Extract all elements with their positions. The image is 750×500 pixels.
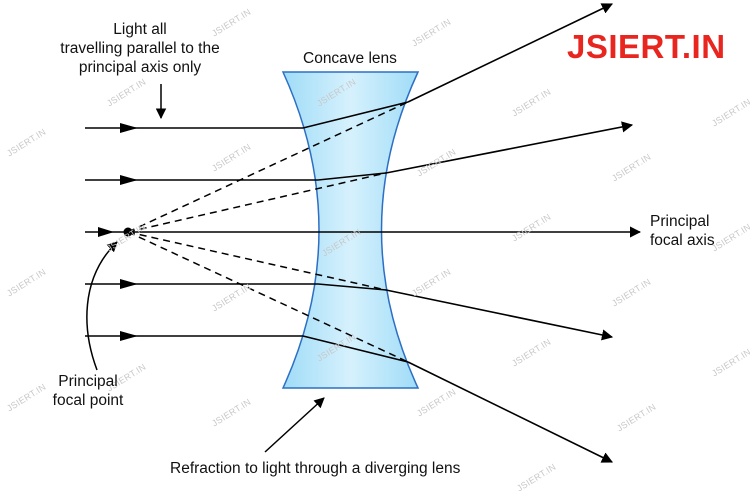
- light-parallel-line-1: Light all: [113, 21, 167, 38]
- virtual-ray-3: [127, 231, 387, 291]
- principal-focal-point-line-2: focal point: [52, 392, 124, 409]
- ray-3-arrowhead: [120, 279, 138, 289]
- principal-focal-axis-line-1: Principal: [650, 213, 710, 230]
- ray-1-arrowhead: [120, 123, 138, 133]
- diverging-ray-3: [385, 289, 614, 341]
- brand-logo-text: JSIERT.IN: [567, 28, 726, 65]
- ray-4-arrowhead: [120, 331, 138, 341]
- light-parallel-line-3: principal axis only: [78, 59, 202, 76]
- principal-focal-point-label: Principal focal point: [38, 372, 138, 410]
- concave-lens-label: Concave lens: [303, 50, 397, 67]
- diverging-rays: [385, 3, 634, 463]
- diverging-ray-1: [407, 3, 614, 103]
- concave-lens-shape: [281, 71, 420, 389]
- internal-ray-1: [302, 101, 409, 129]
- virtual-ray-2: [127, 172, 387, 233]
- axis-arrowhead-left: [98, 227, 114, 237]
- caption-pointer: [264, 397, 325, 453]
- light-parallel-line-2: travelling parallel to the: [60, 40, 220, 57]
- virtual-ray-1: [127, 101, 409, 233]
- virtual-ray-4: [127, 231, 409, 363]
- light-parallel-label: Light all travelling parallel to the pri…: [20, 20, 260, 77]
- incoming-ray-arrowheads: [98, 123, 138, 341]
- pointer-arrows: [86, 84, 325, 453]
- diagram-caption: Refraction to light through a diverging …: [170, 460, 461, 477]
- principal-focal-axis-line-2: focal axis: [650, 232, 715, 249]
- internal-refraction: [302, 101, 409, 363]
- focal-point-pointer: [86, 241, 118, 371]
- ray-2-arrowhead: [120, 175, 138, 185]
- principal-focal-axis-label: Principal focal axis: [650, 212, 715, 250]
- focal-point-dot: [123, 227, 133, 237]
- diverging-ray-4: [407, 361, 614, 463]
- principal-focal-point-line-1: Principal: [58, 373, 118, 390]
- internal-ray-3: [317, 283, 387, 291]
- diverging-ray-2: [385, 121, 634, 174]
- virtual-dashed-rays: [127, 101, 409, 363]
- internal-ray-4: [302, 335, 409, 363]
- internal-ray-2: [317, 172, 387, 181]
